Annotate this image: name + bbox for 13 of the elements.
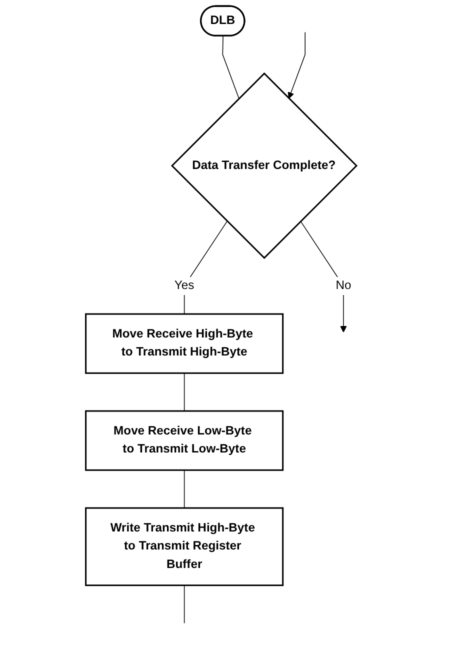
arrow <box>288 32 306 99</box>
edge-label: No <box>336 279 352 292</box>
connector <box>184 470 185 508</box>
connector <box>222 36 240 99</box>
connector <box>184 584 185 624</box>
edge-label: Yes <box>174 279 194 292</box>
node-box: Write Transmit High-Byte to Transmit Register Buffer <box>85 507 284 586</box>
node-diamond: Data Transfer Complete? <box>170 72 358 260</box>
connector <box>184 220 228 314</box>
arrow <box>300 220 347 333</box>
connector <box>184 372 185 412</box>
node-box: Move Receive High-Byte to Transmit High-Byte <box>85 313 284 374</box>
node-box: Move Receive Low-Byte to Transmit Low-Byte <box>85 410 284 471</box>
